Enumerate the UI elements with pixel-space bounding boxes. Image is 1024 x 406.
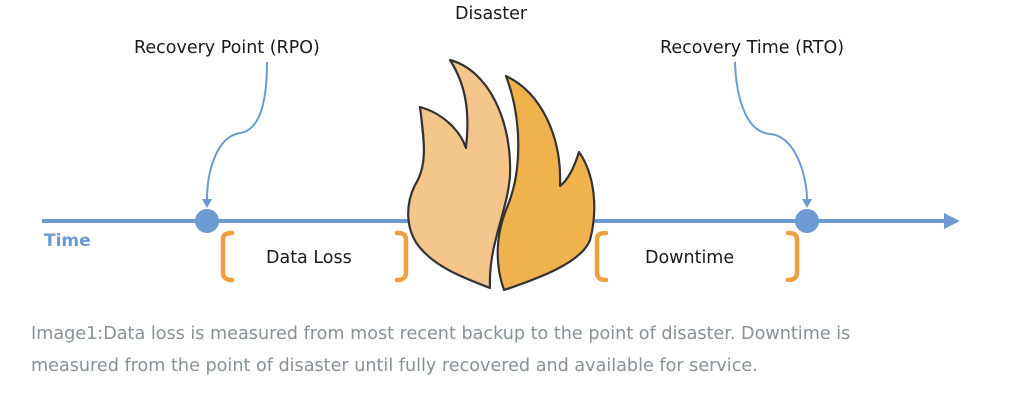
caption-line-2: measured from the point of disaster unti… bbox=[31, 356, 758, 376]
rpo-rto-diagram: Time Recovery Point (RPO) Data Loss Disa… bbox=[42, 4, 960, 292]
data-loss-label: Data Loss bbox=[266, 248, 352, 268]
rpo-pointer-arrow bbox=[206, 61, 268, 201]
caption-line-1: Image1:Data loss is measured from most r… bbox=[31, 324, 851, 344]
flame-left bbox=[407, 58, 512, 290]
rto-label: Recovery Time (RTO) bbox=[660, 38, 844, 58]
flame-right bbox=[496, 74, 596, 292]
downtime-bracket-right bbox=[785, 230, 800, 283]
rpo-point-marker bbox=[195, 209, 219, 233]
rto-pointer-arrow bbox=[734, 61, 808, 201]
figure-caption: Image1:Data loss is measured from most r… bbox=[31, 318, 991, 382]
rpo-label: Recovery Point (RPO) bbox=[134, 38, 320, 58]
fire-icon bbox=[407, 58, 596, 292]
rto-point-marker bbox=[795, 209, 819, 233]
downtime-bracket-left bbox=[594, 230, 609, 283]
data-loss-bracket-left bbox=[220, 230, 235, 283]
timeline-arrowhead-icon bbox=[944, 213, 960, 229]
rto-arrowhead-icon bbox=[802, 199, 812, 208]
downtime-label: Downtime bbox=[645, 248, 734, 268]
data-loss-bracket-right bbox=[394, 230, 409, 283]
time-axis-label: Time bbox=[44, 231, 91, 251]
disaster-label: Disaster bbox=[455, 4, 528, 24]
rpo-arrowhead-icon bbox=[202, 199, 212, 208]
